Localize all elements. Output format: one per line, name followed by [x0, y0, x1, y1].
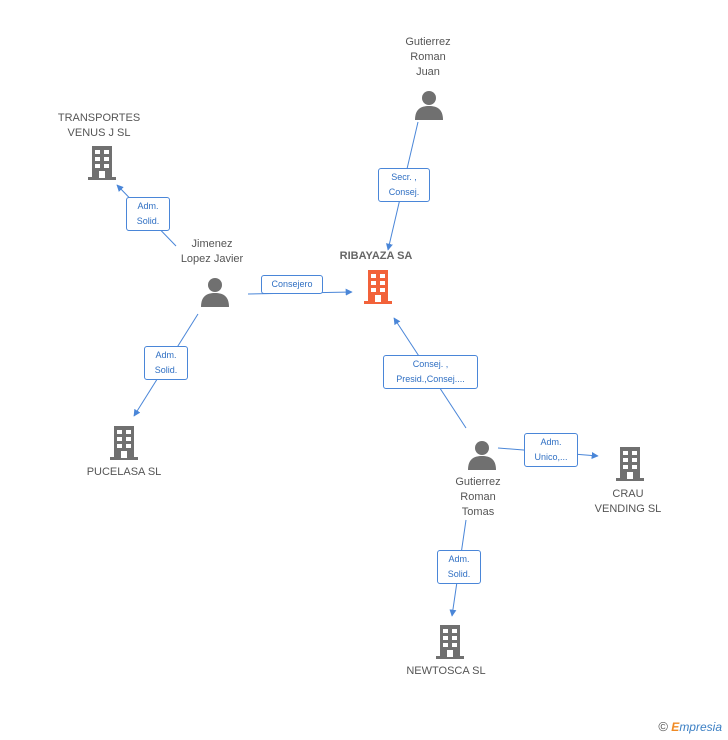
role-badge-jimenez-pucelasa[interactable]: Adm. Solid.	[144, 346, 188, 380]
role-badge-jimenez-transportes[interactable]: Adm. Solid.	[126, 197, 170, 231]
empresia-logo-initial: E	[671, 720, 680, 734]
jimenez-lopez-label[interactable]: Jimenez Lopez Javier	[180, 238, 244, 265]
building-icon[interactable]	[86, 146, 118, 180]
person-icon[interactable]	[414, 90, 444, 120]
role-badge-tomas-newtosca[interactable]: Adm. Solid.	[437, 550, 481, 584]
transportes-venus-label[interactable]: TRANSPORTES VENUS J SL	[57, 112, 141, 139]
pucelasa-label[interactable]: PUCELASA SL	[86, 466, 162, 478]
role-badge-jimenez-ribayaza[interactable]: Consejero	[261, 275, 323, 294]
building-icon[interactable]	[434, 625, 466, 659]
building-icon[interactable]	[108, 426, 140, 460]
copyright-symbol: ©	[658, 719, 668, 734]
empresia-logo-text: mpresia	[679, 720, 722, 734]
building-icon[interactable]	[614, 447, 646, 481]
role-badge-tomas-ribayaza[interactable]: Consej. , Presid.,Consej....	[383, 355, 478, 389]
gutierrez-juan-label[interactable]: Gutierrez Roman Juan	[405, 36, 451, 78]
copyright-notice: © Empresia	[658, 719, 722, 734]
role-badge-tomas-crau[interactable]: Adm. Unico,...	[524, 433, 578, 467]
role-badge-juan-ribayaza[interactable]: Secr. , Consej.	[378, 168, 430, 202]
ribayaza-label[interactable]: RIBAYAZA SA	[339, 250, 413, 262]
person-icon[interactable]	[467, 440, 497, 470]
newtosca-label[interactable]: NEWTOSCA SL	[406, 665, 486, 677]
person-icon[interactable]	[200, 277, 230, 307]
main-building-icon[interactable]	[362, 270, 394, 304]
gutierrez-tomas-label[interactable]: Gutierrez Roman Tomas	[455, 476, 501, 518]
crau-vending-label[interactable]: CRAU VENDING SL	[594, 488, 662, 515]
